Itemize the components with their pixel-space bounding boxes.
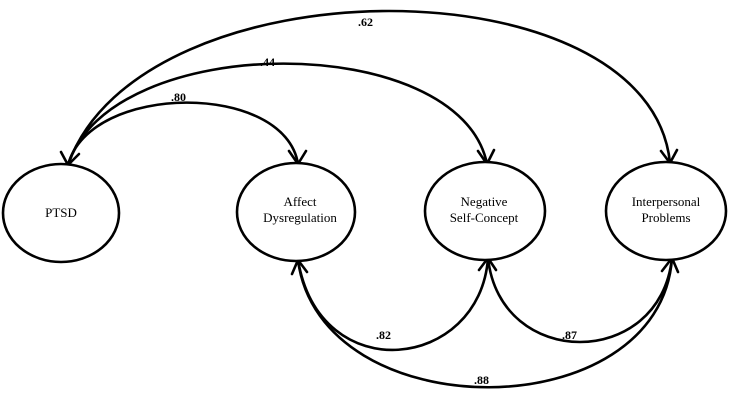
node-negative-label-line2: Self-Concept bbox=[450, 210, 519, 225]
coef-affect-interpersonal: .88 bbox=[474, 373, 489, 387]
node-ptsd: PTSD bbox=[1, 162, 121, 264]
coef-negative-interpersonal: .87 bbox=[562, 328, 577, 342]
arc-ptsd-affect bbox=[66, 101, 300, 166]
arc-negative-interpersonal bbox=[486, 257, 674, 344]
node-interpersonal-label-line1: Interpersonal bbox=[632, 194, 701, 209]
node-negative-label-line1: Negative bbox=[461, 194, 508, 209]
arc-affect-interpersonal bbox=[296, 257, 674, 389]
node-negative-self-concept: Negative Self-Concept bbox=[423, 160, 547, 262]
node-interpersonal-problems: Interpersonal Problems bbox=[604, 160, 728, 262]
node-interpersonal-label-line2: Problems bbox=[641, 210, 690, 225]
coef-ptsd-affect: .80 bbox=[171, 90, 186, 104]
node-affect-label-line1: Affect bbox=[284, 194, 317, 209]
arc-ptsd-interpersonal bbox=[66, 9, 672, 166]
node-affect-label-line2: Dysregulation bbox=[263, 210, 337, 225]
arc-affect-negative bbox=[296, 257, 490, 352]
coef-ptsd-negative: .44 bbox=[260, 55, 275, 69]
node-affect-dysregulation: Affect Dysregulation bbox=[235, 161, 357, 263]
arc-ptsd-negative bbox=[66, 62, 489, 166]
coef-affect-negative: .82 bbox=[376, 328, 391, 342]
coef-ptsd-interpersonal: .62 bbox=[358, 15, 373, 29]
node-ptsd-label: PTSD bbox=[45, 205, 77, 220]
